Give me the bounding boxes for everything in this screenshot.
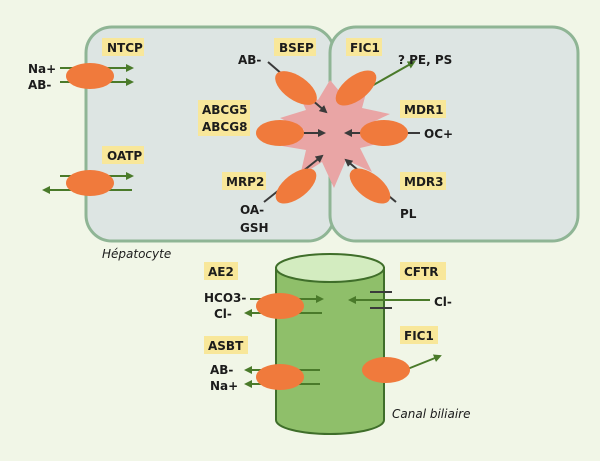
mrp2-label-box [222, 172, 266, 190]
ae2-cl-text: Cl- [214, 307, 232, 321]
abcg5-label: ABCG5 [202, 103, 247, 117]
pe-ps-text: ? PE, PS [398, 53, 452, 67]
asbt-label: ASBT [208, 339, 244, 353]
bsep-label: BSEP [279, 41, 314, 55]
ntcp-transporter [66, 63, 114, 89]
ae2-label: AE2 [208, 265, 234, 279]
mdr1-label: MDR1 [404, 103, 444, 117]
hco3-text: HCO3- [204, 291, 246, 305]
ae2-transporter [256, 293, 304, 319]
mrp2-label: MRP2 [226, 175, 264, 189]
bsep-label-box [274, 38, 316, 56]
bile-canal [275, 267, 385, 435]
cftr-cl-text: Cl- [434, 295, 452, 309]
oatp-transporter [66, 170, 114, 196]
fic1-bottom-label-box [400, 326, 438, 344]
fic1-bottom-transporter [362, 357, 410, 383]
bsep-ab-text: AB- [238, 53, 261, 67]
fic1-bottom-label: FIC1 [404, 329, 434, 343]
ntcp-label: NTCP [107, 41, 143, 55]
mdr1-transporter [360, 120, 408, 146]
mdr1-label-box [400, 100, 446, 118]
mdr3-label: MDR3 [404, 175, 444, 189]
oatp-label: OATP [107, 149, 142, 163]
bsep-transporter [275, 71, 317, 105]
abcg8-label: ABCG8 [202, 120, 247, 134]
cftr-label: CFTR [404, 265, 438, 279]
canal-biliaire-caption: Canal biliaire [392, 407, 470, 421]
na-plus-text: Na+ [28, 62, 56, 76]
oatp-label-box [102, 146, 144, 164]
pl-text: PL [400, 207, 417, 221]
ae2-label-box [204, 262, 238, 280]
gsh-text: GSH [240, 221, 269, 235]
canalicular-lumen [280, 80, 390, 188]
asbt-transporter [256, 364, 304, 390]
mdr3-label-box [400, 172, 446, 190]
cftr-label-box [400, 262, 446, 280]
abcg-transporter [256, 120, 304, 146]
asbt-na-text: Na+ [210, 379, 238, 393]
abcg-label-box [198, 100, 250, 136]
ab-minus-text: AB- [28, 78, 51, 92]
hepatocyte-caption: Hépatocyte [102, 247, 171, 261]
asbt-ab-text: AB- [210, 363, 233, 377]
oa-minus-text: OA- [240, 203, 264, 217]
fic1-top-label-box [346, 38, 382, 56]
oc-plus-text: OC+ [424, 127, 453, 141]
ntcp-label-box [102, 38, 144, 56]
fic1-top-label: FIC1 [350, 41, 380, 55]
mdr3-transporter [349, 168, 391, 204]
mrp2-transporter [275, 168, 317, 204]
fic1-top-transporter [335, 70, 377, 106]
asbt-label-box [204, 336, 248, 354]
bile-canal-top [275, 253, 385, 283]
